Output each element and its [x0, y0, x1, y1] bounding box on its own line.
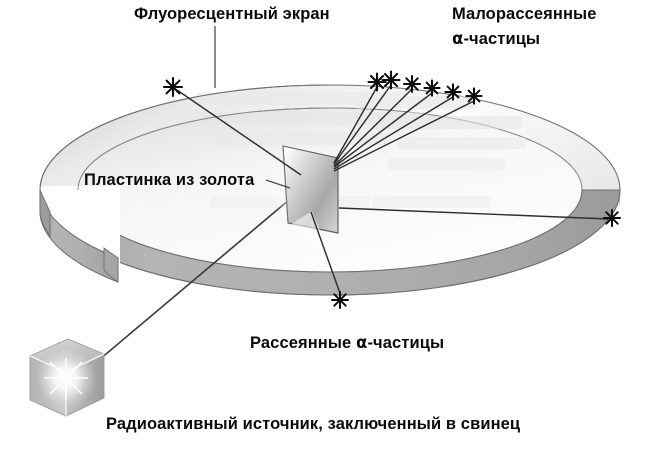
star-front-ring — [331, 291, 349, 309]
ray-right — [338, 207, 609, 220]
foil-left-edge — [282, 145, 289, 224]
gold-foil-plate — [266, 145, 339, 255]
ray-fan-1 — [333, 86, 378, 164]
star-fan-2 — [381, 70, 401, 90]
star-fan-1 — [367, 72, 387, 92]
label-scattered-prefix: Рассеянные — [250, 334, 357, 352]
ring-left-end-cap — [39, 189, 51, 238]
leader-lines — [214, 26, 291, 189]
ring-outer-arc-upper-left — [39, 84, 331, 191]
star-fan-3 — [403, 75, 421, 93]
label-scattered-alpha: Рассеянные α-частицы — [250, 332, 444, 354]
ray-fan-4 — [333, 92, 433, 168]
scatter-rays — [176, 84, 609, 297]
ray-fan-2 — [333, 84, 392, 165]
label-scattered-suffix: -частицы — [367, 334, 445, 352]
ring-inner-arc-upper-left — [77, 107, 331, 191]
star-fan-5 — [444, 83, 462, 101]
alpha-symbol-scattered: α — [356, 333, 368, 352]
star-back-left — [162, 76, 184, 98]
lead-source-cube — [28, 338, 106, 417]
ray-fan-5 — [333, 96, 454, 170]
scintillation-stars — [162, 70, 621, 309]
label-fluorescent-screen: Флуоресцентный экран — [134, 5, 330, 23]
incident-alpha-beam — [67, 188, 303, 387]
ring-left-inner-cap — [103, 247, 119, 283]
ray-front — [310, 211, 342, 297]
ray-fan-6 — [333, 100, 475, 172]
ray-fan-3 — [333, 88, 413, 167]
alpha-symbol-low: α — [452, 29, 464, 48]
label-low-scattered-line1: Малорассеянные — [452, 5, 597, 23]
star-fan-4 — [423, 79, 441, 97]
label-low-scattered-line2: α-частицы — [452, 28, 540, 50]
label-radioactive-source: Радиоактивный источник, заключенный в св… — [106, 415, 521, 433]
foil-lower-highlight — [290, 211, 330, 255]
source-sparkle-icon — [44, 358, 88, 400]
star-fan-6 — [465, 87, 483, 105]
label-low-scattered-suffix: -частицы — [463, 30, 541, 48]
star-right-ring — [603, 209, 621, 227]
ray-back-left — [176, 89, 302, 176]
leader-foil-label — [265, 179, 291, 189]
label-gold-foil: Пластинка из золота — [84, 171, 255, 189]
fluorescent-screen-ring — [24, 84, 621, 300]
